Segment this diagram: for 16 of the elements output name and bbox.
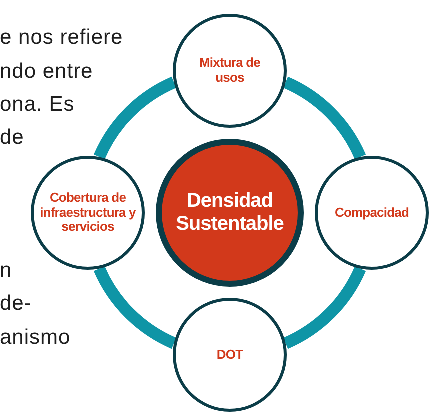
text-fragment: e nos refiere	[0, 26, 124, 50]
ring-connector	[94, 266, 177, 349]
ring-connector	[94, 77, 177, 160]
text-fragment: de	[0, 126, 24, 150]
ring-connector	[283, 266, 366, 349]
text-fragment: n	[0, 259, 12, 283]
text-fragment: ona. Es	[0, 93, 75, 117]
circle-label: Compacidad	[334, 206, 410, 220]
text-fragment: anismo	[0, 326, 71, 350]
text-fragment: de-	[0, 292, 32, 316]
text-fragment: ndo entre	[0, 60, 94, 84]
circle-label: Mixtura de usos	[198, 56, 262, 86]
circle-label: DOT	[216, 348, 244, 362]
ring-connector	[283, 77, 366, 160]
circle-label: Cobertura de infraestructura y servicios	[39, 190, 137, 236]
circle-label: Densidad Sustentable	[175, 190, 285, 236]
